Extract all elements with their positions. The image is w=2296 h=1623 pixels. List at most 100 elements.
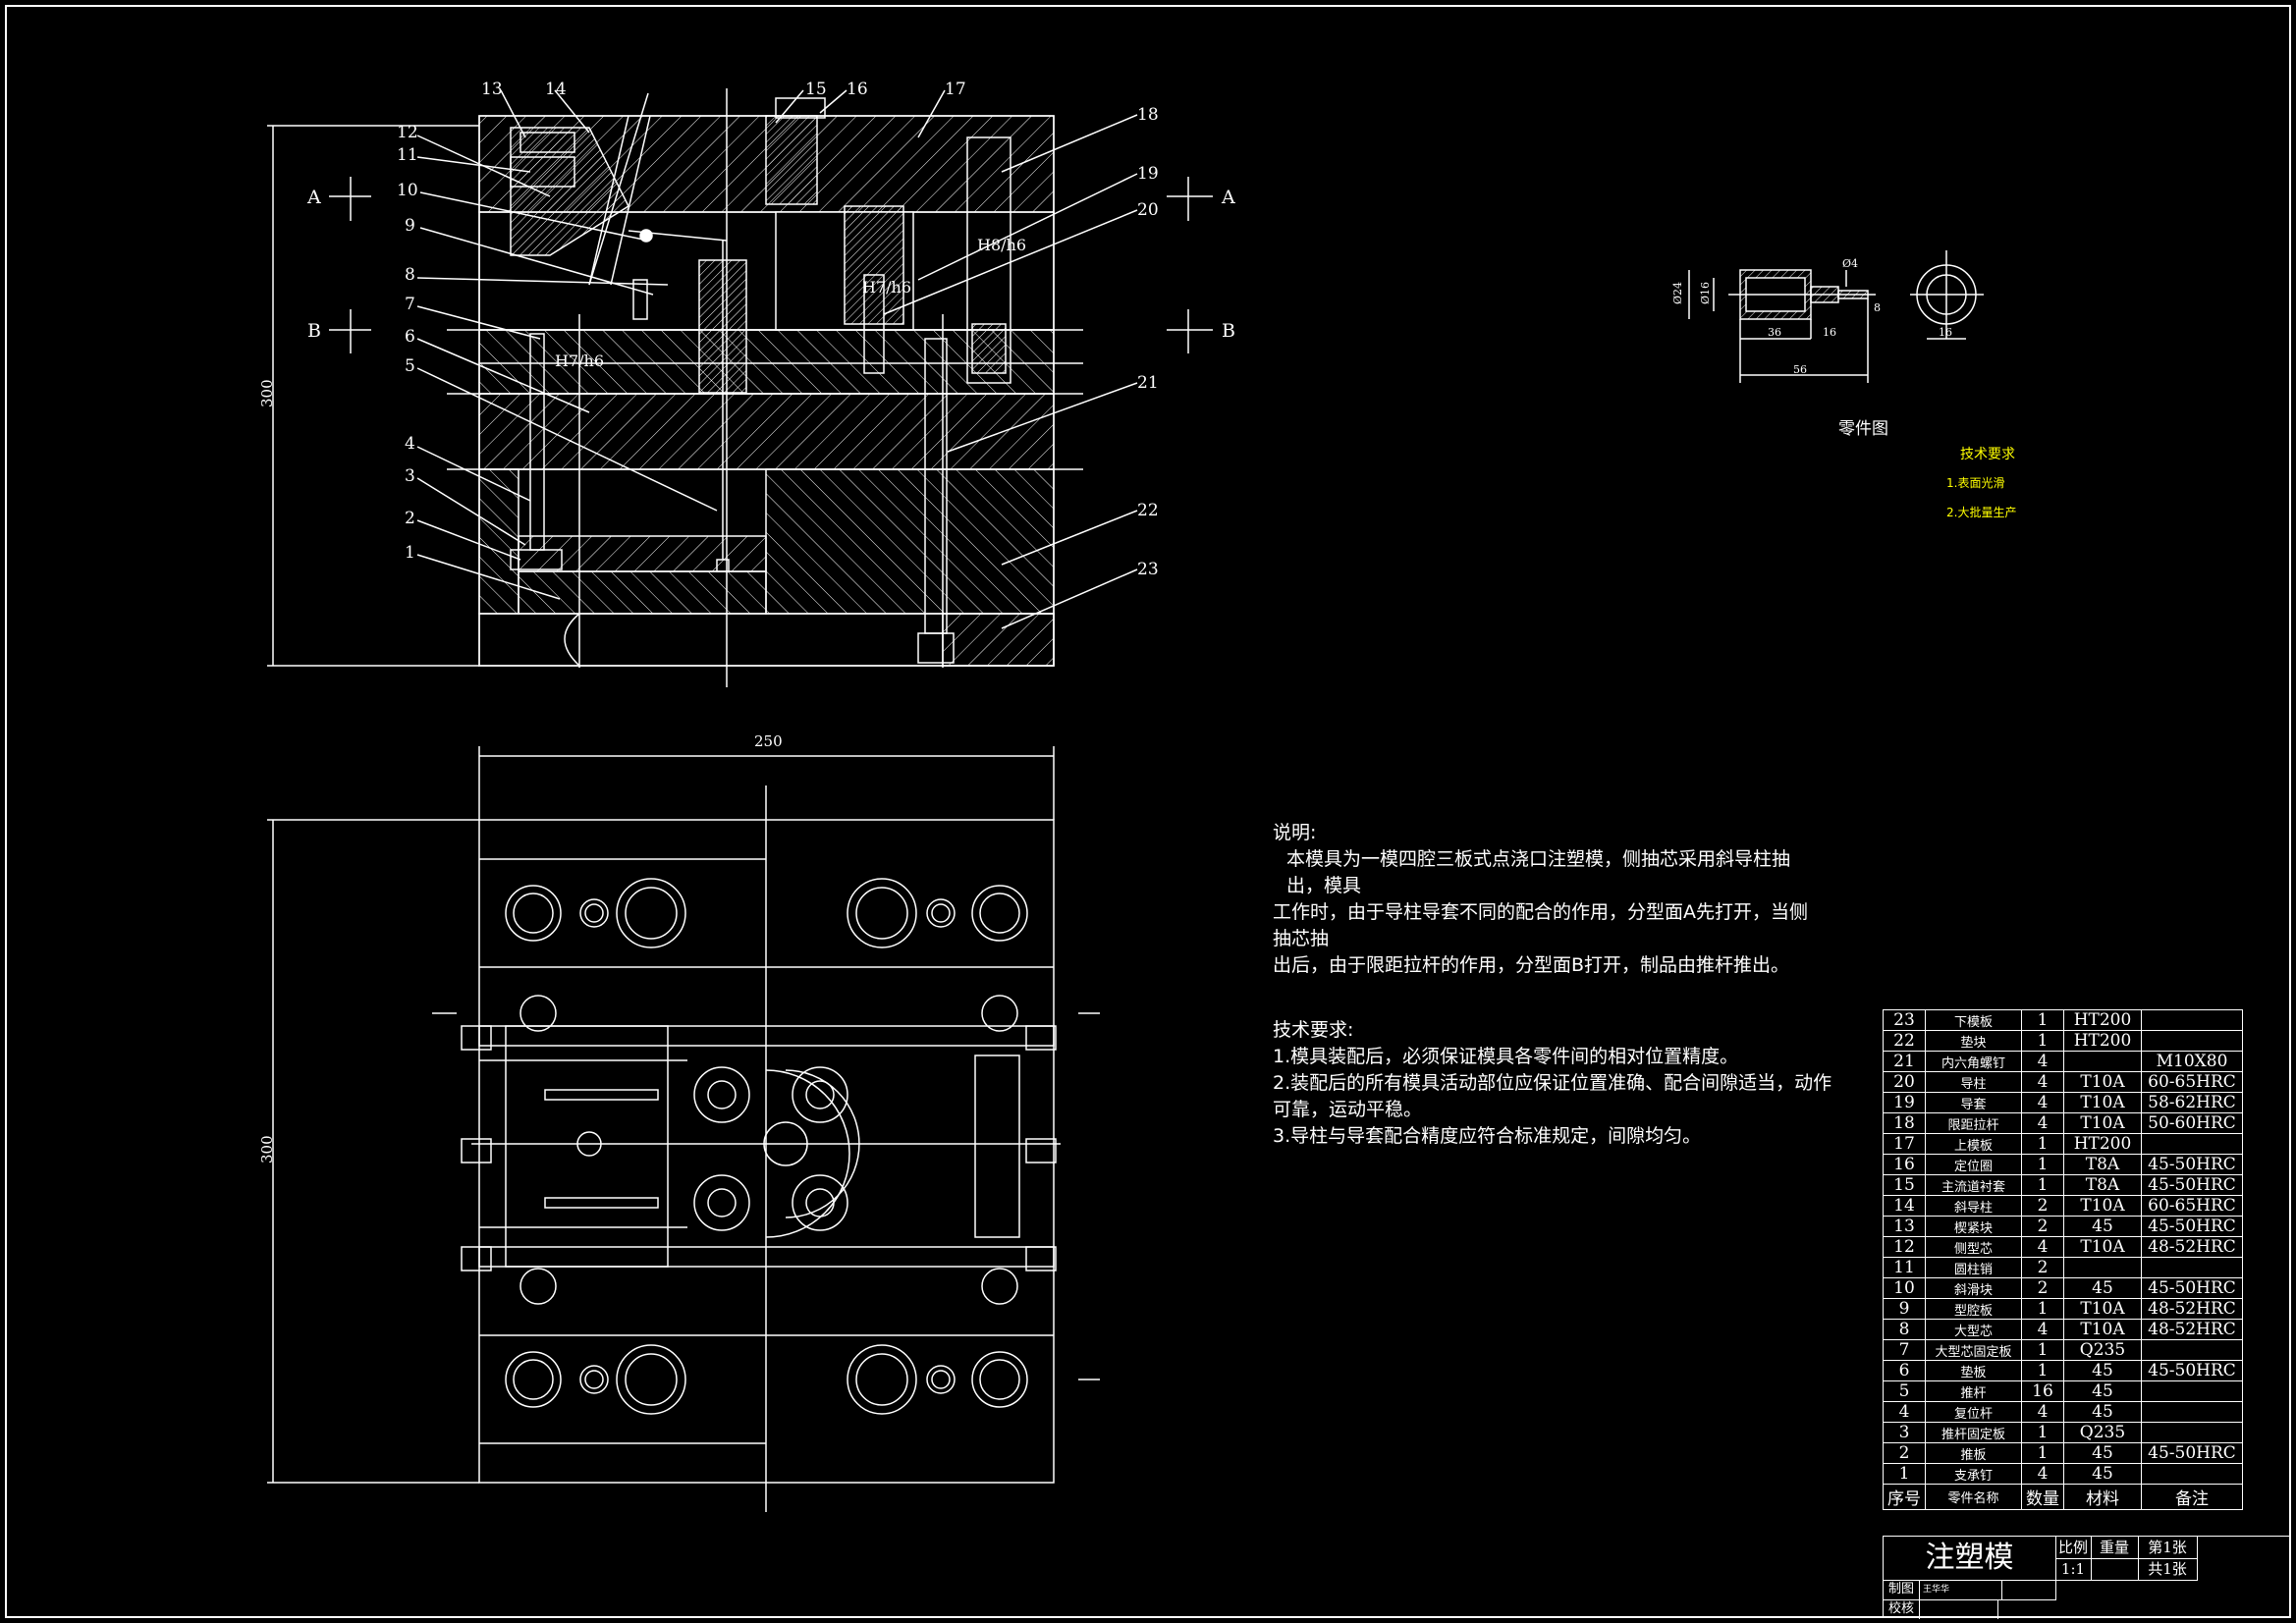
- weight-label: 重量: [2091, 1537, 2139, 1559]
- bom-item-no: 23: [1883, 1009, 1926, 1031]
- bom-quantity: 1: [2021, 1422, 2064, 1443]
- callout-8: 8: [405, 265, 415, 285]
- bom-part-name: 型腔板: [1925, 1298, 2022, 1320]
- bom-quantity: 4: [2021, 1051, 2064, 1072]
- bom-remark: [2141, 1257, 2243, 1278]
- bom-item-no: 5: [1883, 1380, 1926, 1402]
- bom-item-no: 18: [1883, 1112, 1926, 1134]
- bom-part-name: 内六角螺钉: [1925, 1051, 2022, 1072]
- bom-material: 45: [2063, 1216, 2142, 1237]
- part-dim-dia24: Ø24: [1671, 282, 1684, 304]
- bom-material: [2063, 1257, 2142, 1278]
- bom-remark: 45-50HRC: [2141, 1154, 2243, 1175]
- bom-material: T10A: [2063, 1236, 2142, 1258]
- callout-20: 20: [1137, 200, 1159, 220]
- bom-remark: 45-50HRC: [2141, 1277, 2243, 1299]
- bom-remark: [2141, 1422, 2243, 1443]
- bom-material: T10A: [2063, 1298, 2142, 1320]
- bom-remark: 45-50HRC: [2141, 1442, 2243, 1464]
- bom-quantity: 数量: [2021, 1484, 2064, 1510]
- weight-value: [2091, 1558, 2139, 1581]
- explanation-line-3: 出后，由于限距拉杆的作用，分型面B打开，制品由推杆推出。: [1273, 954, 1790, 976]
- callout-19: 19: [1137, 164, 1159, 184]
- bom-part-name: 楔紧块: [1925, 1216, 2022, 1237]
- fit-label-1: H7/h6: [555, 352, 604, 370]
- bom-part-name: 大型芯: [1925, 1319, 2022, 1340]
- part-dim-dia4: Ø4: [1842, 257, 1858, 270]
- bom-quantity: 2: [2021, 1257, 2064, 1278]
- scale-value: 1:1: [2055, 1558, 2092, 1581]
- assembly-callouts: 1 2 3 4 5 6 7 8 9 10 11 12 13 14 15 16 1…: [397, 80, 1159, 579]
- bom-item-no: 1: [1883, 1463, 1926, 1485]
- bom-remark: 48-52HRC: [2141, 1298, 2243, 1320]
- bom-material: Q235: [2063, 1339, 2142, 1361]
- bom-item-no: 16: [1883, 1154, 1926, 1175]
- bom-quantity: 4: [2021, 1401, 2064, 1423]
- bom-material: 45: [2063, 1277, 2142, 1299]
- bom-remark: 60-65HRC: [2141, 1195, 2243, 1217]
- bom-remark: 备注: [2141, 1484, 2243, 1510]
- part-drawing: [1688, 250, 1984, 383]
- bom-item-no: 22: [1883, 1030, 1926, 1052]
- bom-material: HT200: [2063, 1009, 2142, 1031]
- part-dim-16a: 16: [1823, 326, 1836, 339]
- part-dim-36: 36: [1768, 326, 1781, 339]
- bom-remark: 45-50HRC: [2141, 1216, 2243, 1237]
- bom-item-no: 19: [1883, 1092, 1926, 1113]
- bom-part-name: 推板: [1925, 1442, 2022, 1464]
- bom-item-no: 10: [1883, 1277, 1926, 1299]
- bom-item-no: 2: [1883, 1442, 1926, 1464]
- bom-material: 45: [2063, 1360, 2142, 1381]
- bom-part-name: 圆柱销: [1925, 1257, 2022, 1278]
- bom-remark: 60-65HRC: [2141, 1071, 2243, 1093]
- bom-part-name: 主流道衬套: [1925, 1174, 2022, 1196]
- bom-part-name: 复位杆: [1925, 1401, 2022, 1423]
- callout-5: 5: [405, 356, 415, 376]
- tech-req-line-4: 3.导柱与导套配合精度应符合标准规定，间隙均匀。: [1273, 1125, 1702, 1147]
- bom-item-no: 序号: [1883, 1484, 1926, 1510]
- callout-13: 13: [481, 80, 503, 99]
- bom-material: HT200: [2063, 1030, 2142, 1052]
- section-mark-a-left: A: [306, 187, 321, 208]
- callout-10: 10: [397, 181, 418, 200]
- bom-quantity: 2: [2021, 1277, 2064, 1299]
- callout-4: 4: [405, 434, 415, 454]
- bom-item-no: 13: [1883, 1216, 1926, 1237]
- tech-req-line-3: 可靠，运动平稳。: [1273, 1099, 1423, 1120]
- plan-width-dimension: 250: [754, 732, 783, 750]
- explanation-line-2: 工作时，由于导柱导套不同的配合的作用，分型面A先打开，当侧抽芯抽: [1273, 901, 1808, 949]
- bom-remark: 48-52HRC: [2141, 1319, 2243, 1340]
- bom-remark: [2141, 1133, 2243, 1155]
- bom-item-no: 20: [1883, 1071, 1926, 1093]
- bom-material: [2063, 1051, 2142, 1072]
- bom-item-no: 6: [1883, 1360, 1926, 1381]
- bom-material: 45: [2063, 1442, 2142, 1464]
- part-tech-item-1: 1.表面光滑: [1946, 476, 2004, 490]
- bom-item-no: 8: [1883, 1319, 1926, 1340]
- bom-quantity: 1: [2021, 1154, 2064, 1175]
- callout-9: 9: [405, 216, 415, 236]
- callout-3: 3: [405, 466, 415, 486]
- total-sheets-label: 共1张: [2138, 1558, 2198, 1581]
- fit-label-2: H8/h6: [977, 236, 1026, 254]
- draw-label: 制图: [1884, 1580, 1920, 1600]
- assembly-height-dimension: 300: [258, 379, 276, 407]
- bom-quantity: 1: [2021, 1298, 2064, 1320]
- callout-6: 6: [405, 327, 415, 347]
- bom-part-name: 大型芯固定板: [1925, 1339, 2022, 1361]
- bom-material: T10A: [2063, 1319, 2142, 1340]
- bom-remark: 45-50HRC: [2141, 1360, 2243, 1381]
- callout-21: 21: [1137, 373, 1159, 393]
- part-tech-item-2: 2.大批量生产: [1946, 505, 2016, 519]
